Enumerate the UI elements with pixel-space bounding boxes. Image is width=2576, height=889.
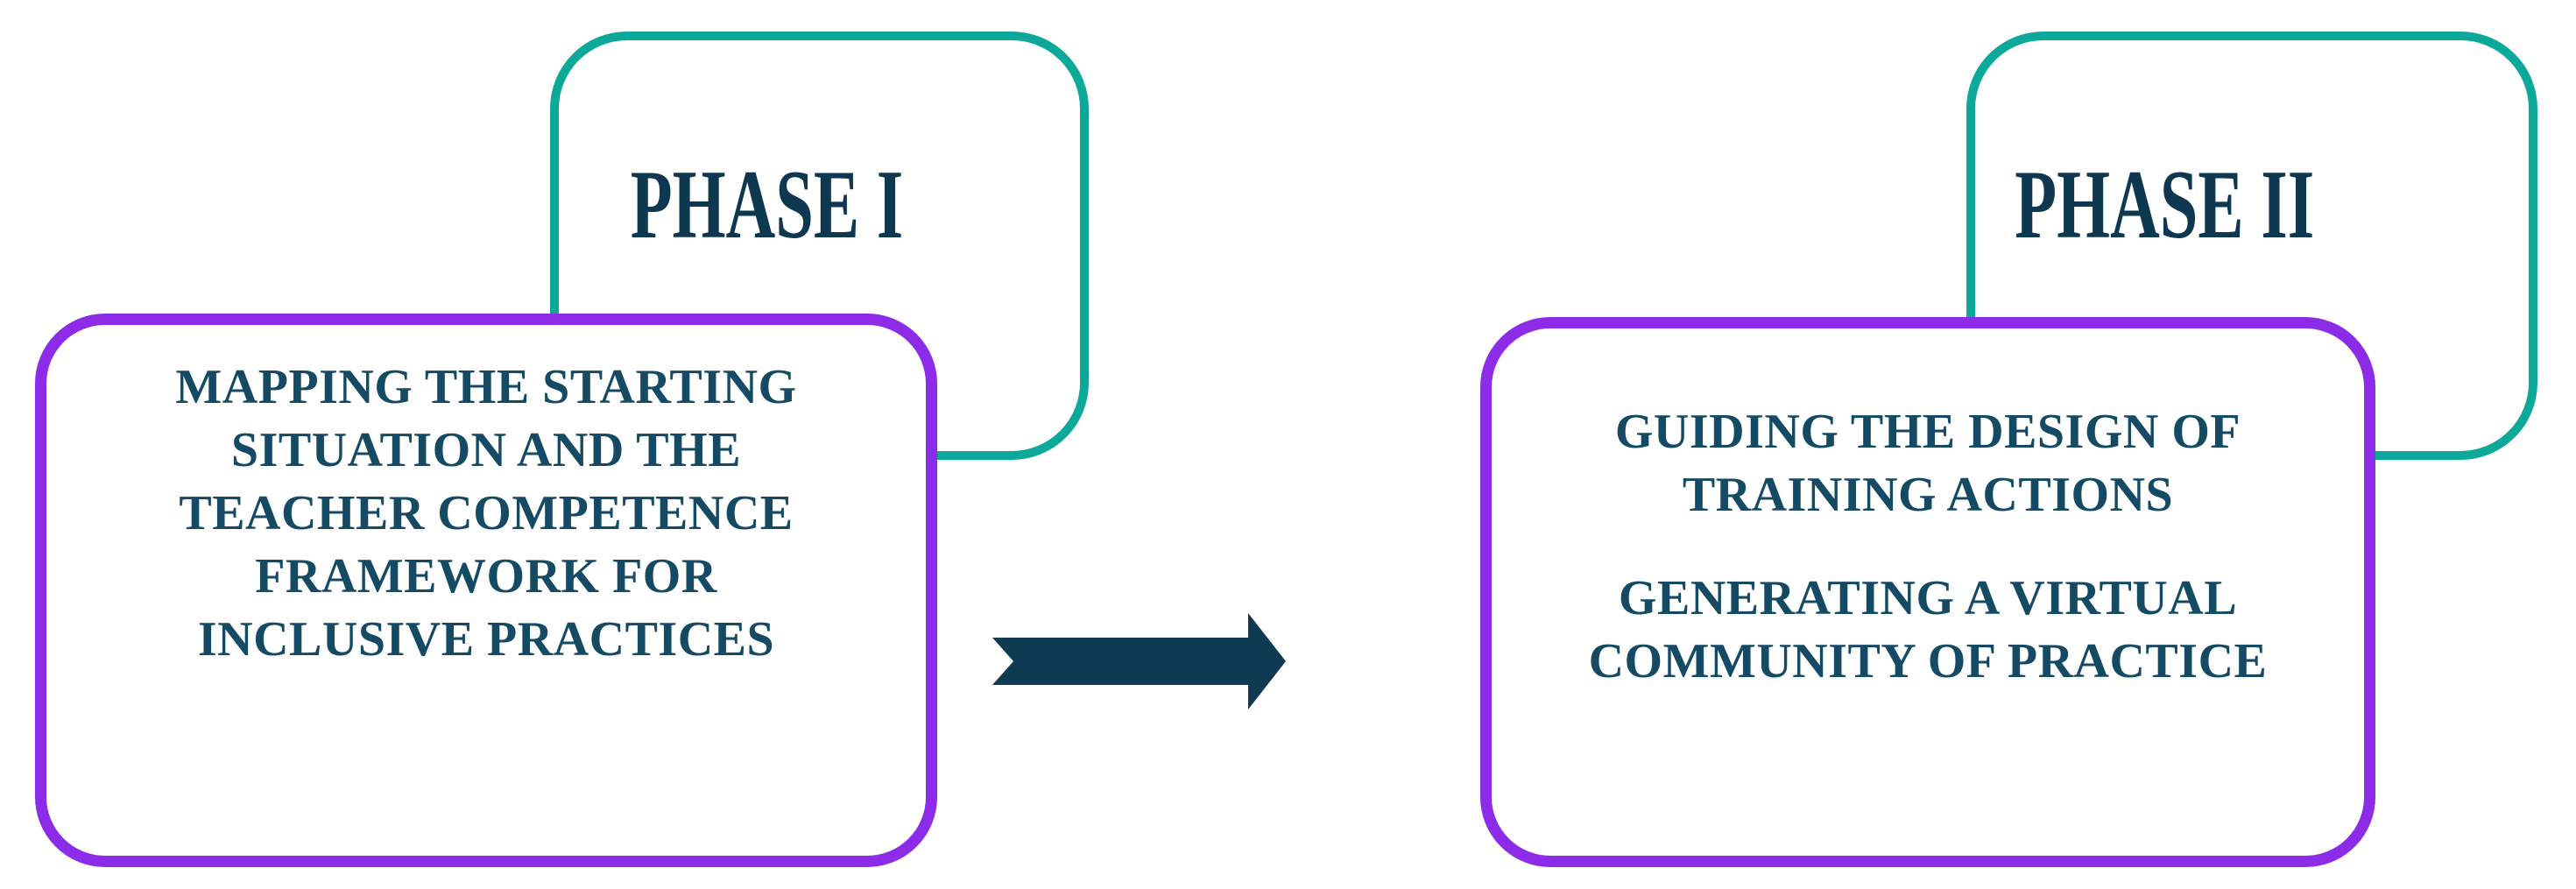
phase2-description-line: COMMUNITY OF PRACTICE [1588, 634, 2268, 688]
phase1-content-box: MAPPING THE STARTING SITUATION AND THE T… [35, 314, 937, 867]
phase1-description-line: INCLUSIVE PRACTICES [197, 612, 775, 667]
phase2-content-box: GUIDING THE DESIGN OF TRAINING ACTIONS G… [1480, 317, 2375, 867]
phase1-label-container: PHASE I [550, 32, 1089, 460]
phase2-description-line: GUIDING THE DESIGN OF [1614, 405, 2241, 459]
phase1-description-line: TEACHER COMPETENCE [179, 486, 794, 540]
arrow-right-icon [992, 613, 1286, 709]
phase1-description-line: SITUATION AND THE [230, 423, 742, 477]
phase2-title: PHASE II [2014, 151, 2314, 259]
phase2-paragraph: GENERATING A VIRTUAL COMMUNITY OF PRACTI… [1589, 567, 2268, 693]
phase2-description-line: GENERATING A VIRTUAL [1618, 571, 2238, 625]
phase1-description: MAPPING THE STARTING SITUATION AND THE T… [175, 356, 796, 671]
phase2-description-line: TRAINING ACTIONS [1682, 468, 2174, 522]
phase1-title: PHASE I [630, 151, 904, 259]
phase2-paragraph: GUIDING THE DESIGN OF TRAINING ACTIONS [1589, 400, 2268, 526]
phase2-label-container: PHASE II [1966, 32, 2537, 460]
phase1-description-line: FRAMEWORK FOR [255, 549, 717, 603]
phase2-description: GUIDING THE DESIGN OF TRAINING ACTIONS G… [1589, 400, 2268, 693]
phase1-description-line: MAPPING THE STARTING [175, 360, 797, 414]
